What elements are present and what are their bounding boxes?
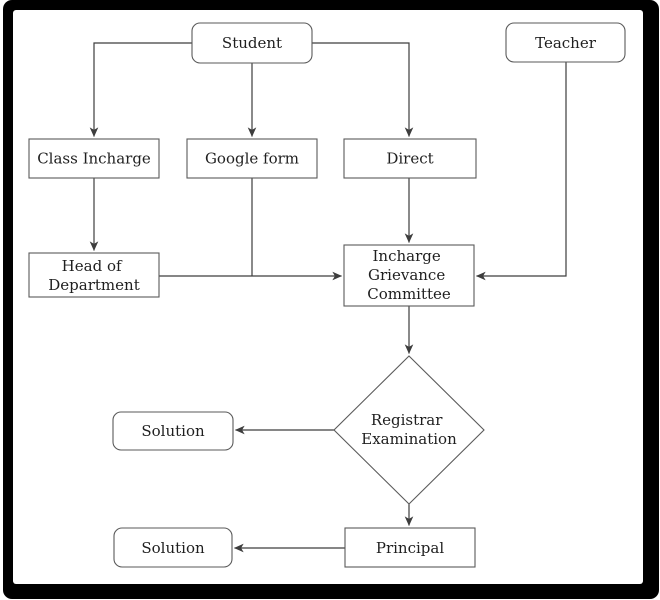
node-registrar-examination: Registrar Examination bbox=[333, 355, 485, 505]
solution-2-label: Solution bbox=[141, 539, 205, 557]
registrar-examination-label: Registrar Examination bbox=[361, 411, 457, 448]
teacher-label-line: Teacher bbox=[535, 34, 597, 52]
class-incharge-label: Class Incharge bbox=[37, 150, 151, 168]
student-label-line: Student bbox=[222, 34, 282, 52]
node-principal: Principal bbox=[344, 527, 476, 568]
head-of-department-box bbox=[28, 252, 160, 298]
nodes: Student Teacher Class Incharge Google fo… bbox=[28, 22, 626, 568]
solution-2-label-line: Solution bbox=[141, 539, 205, 557]
committee-label-line-1: Incharge bbox=[372, 247, 440, 265]
direct-label: Direct bbox=[386, 150, 433, 168]
principal-label-line: Principal bbox=[376, 539, 444, 557]
registrar-label-line-1: Registrar bbox=[371, 411, 443, 429]
registrar-examination-diamond bbox=[333, 355, 485, 505]
student-label: Student bbox=[222, 34, 282, 52]
teacher-box bbox=[505, 22, 626, 63]
head-of-department-label-line-2: Department bbox=[48, 276, 139, 294]
arrow-student-to-direct bbox=[312, 42, 414, 138]
node-teacher: Teacher bbox=[505, 22, 626, 63]
direct-label-line: Direct bbox=[386, 150, 433, 168]
head-of-department-label: Head of Department bbox=[48, 257, 139, 294]
solution-1-label-line: Solution bbox=[141, 422, 205, 440]
node-class-incharge: Class Incharge bbox=[28, 138, 160, 179]
node-solution-1: Solution bbox=[112, 411, 234, 451]
incharge-grievance-committee-box bbox=[343, 244, 475, 307]
google-form-label-line: Google form bbox=[205, 150, 299, 168]
node-head-of-department: Head of Department bbox=[28, 252, 160, 298]
arrow-teacher-to-committee bbox=[475, 62, 567, 281]
google-form-label: Google form bbox=[205, 150, 299, 168]
solution-2-box bbox=[113, 527, 233, 568]
incharge-grievance-committee-label: Incharge Grievance Committee bbox=[367, 247, 451, 303]
head-of-department-label-line-1: Head of bbox=[62, 257, 123, 275]
direct-box bbox=[343, 138, 477, 179]
teacher-label: Teacher bbox=[535, 34, 597, 52]
solution-1-label: Solution bbox=[141, 422, 205, 440]
registrar-label-line-2: Examination bbox=[361, 430, 457, 448]
node-incharge-grievance-committee: Incharge Grievance Committee bbox=[343, 244, 475, 307]
node-direct: Direct bbox=[343, 138, 477, 179]
class-incharge-label-line: Class Incharge bbox=[37, 150, 151, 168]
committee-label-line-3: Committee bbox=[367, 285, 451, 303]
class-incharge-box bbox=[28, 138, 160, 179]
node-google-form: Google form bbox=[186, 138, 318, 179]
google-form-box bbox=[186, 138, 318, 179]
node-solution-2: Solution bbox=[113, 527, 233, 568]
edges bbox=[89, 42, 567, 553]
node-student: Student bbox=[191, 22, 313, 64]
arrow-student-to-class-incharge bbox=[89, 42, 192, 138]
principal-label: Principal bbox=[376, 539, 444, 557]
solution-1-box bbox=[112, 411, 234, 451]
principal-box bbox=[344, 527, 476, 568]
student-box bbox=[191, 22, 313, 64]
committee-label-line-2: Grievance bbox=[368, 266, 445, 284]
